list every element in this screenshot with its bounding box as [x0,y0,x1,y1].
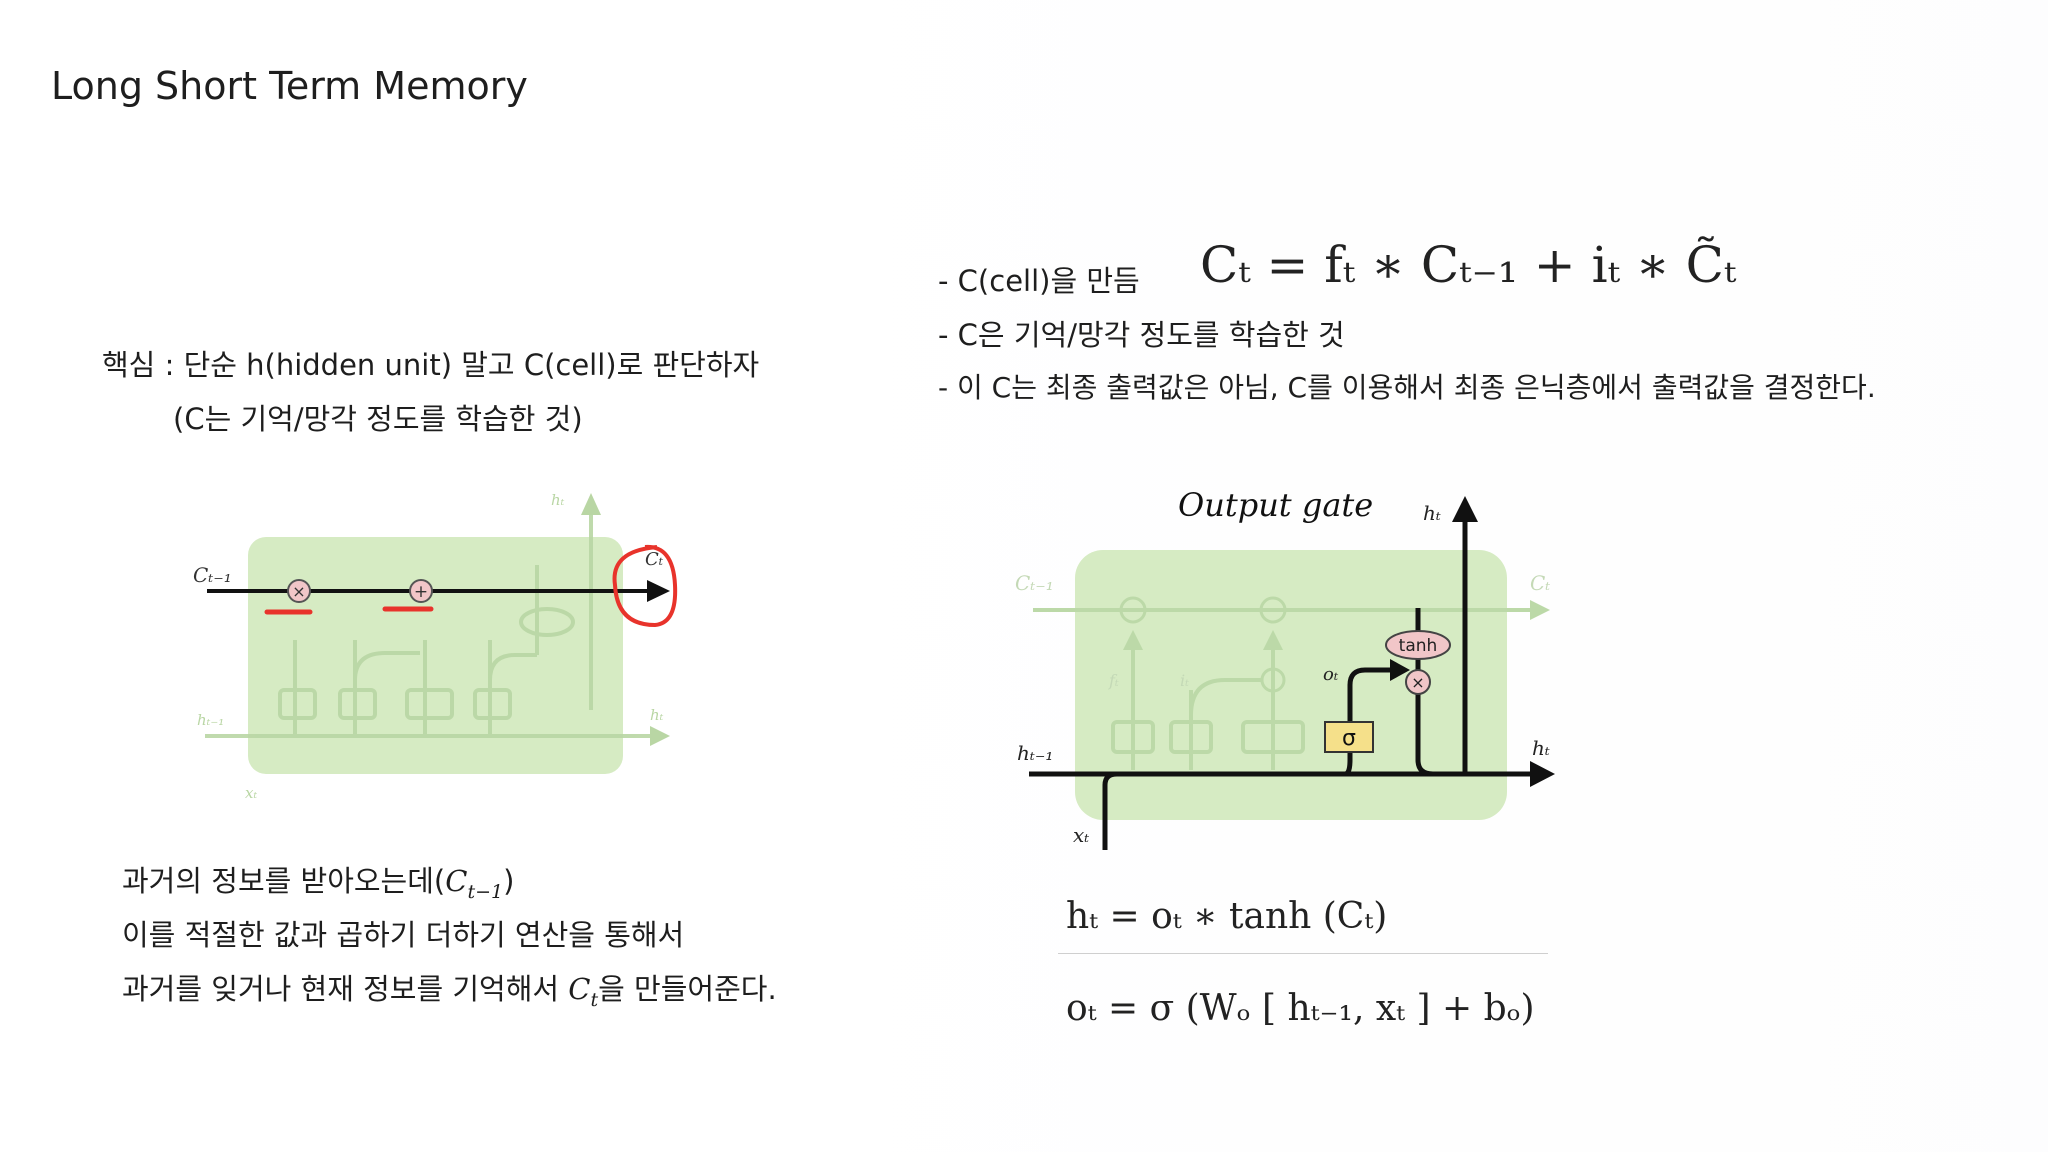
label-h-prev: hₜ₋₁ [197,711,224,729]
to-h-path [1415,693,1434,777]
multiply-node-right [1405,669,1431,695]
tanh-node [1385,630,1451,660]
label-c-out: Cₜ [645,549,664,570]
add-symbol: + [414,582,428,602]
label-h-prev-right: hₜ₋₁ [1017,741,1053,765]
cell-state-arrow [647,580,670,602]
cell-equation: Cₜ = fₜ ∗ Cₜ₋₁ + iₜ ∗ C̃ₜ [1200,236,1737,294]
output-gate-title: Output gate [1178,486,1374,524]
core-line: 핵심 : 단순 h(hidden unit) 말고 C(cell)로 판단하자 [102,348,760,382]
faded-add-node [1259,596,1287,624]
sigma-symbol: σ [1342,726,1356,751]
h-up-arrow [1452,496,1478,522]
label-h-out: hₜ [650,706,664,724]
multiply-node [287,579,311,603]
label-x-right: xₜ [1073,823,1089,847]
desc-line-2: 이를 적절한 값과 곱하기 더하기 연산을 통해서 [122,918,685,952]
faded-arrow-right [650,726,670,746]
faded-internals [205,515,665,738]
core-sub-line: (C는 기억/망각 정도를 학습한 것) [173,402,583,436]
label-c-out-right: Cₜ [1530,571,1550,595]
desc-line-3-text: 과거를 잊거나 현재 정보를 기억해서 [122,972,569,1006]
o-path [1344,667,1395,777]
bullet-2: - C은 기억/망각 정도를 학습한 것 [938,318,1345,352]
input-x-line [1102,771,1118,850]
faded-i-arrow [1263,630,1283,650]
label-x: xₜ [245,784,257,802]
label-h-top-right: hₜ [1423,501,1441,525]
multiply-symbol: × [292,582,305,601]
desc-line-3-suffix: 을 만들어준다. [598,972,777,1006]
desc-line-1-math: C [445,864,468,898]
tanh-label: tanh [1399,636,1438,656]
label-f: fₜ [1108,671,1119,690]
desc-line-1-sub: t−1 [467,880,504,903]
cell-box [248,537,623,774]
label-c-prev-right: Cₜ₋₁ [1015,571,1054,595]
desc-line-3: 과거를 잊거나 현재 정보를 기억해서 Ct을 만들어준다. [122,966,777,1011]
faded-internals-right [1033,608,1545,770]
red-circle-annotation [612,544,678,628]
faded-multiply-node [1119,596,1147,624]
bullet-1: - C(cell)을 만듬 [938,264,1140,298]
slide-title: Long Short Term Memory [51,64,528,108]
faded-cell-arrow [1530,600,1550,620]
label-h-top: hₜ [551,491,565,509]
lstm-output-gate-diagram: σ tanh × Cₜ₋₁ Cₜ hₜ hₜ₋₁ hₜ xₜ oₜ fₜ iₜ [1015,496,1555,850]
lstm-cell-diagram-left: × + Cₜ₋₁ hₜ hₜ₋₁ hₜ xₜ Cₜ [193,491,678,802]
bullet-3: - 이 C는 최종 출력값은 아님, C를 이용해서 최종 은닉층에서 출력값을… [938,371,1876,404]
hidden-out-arrow [1530,761,1555,787]
multiply-symbol-right: × [1411,673,1424,692]
faded-input-multiply [1260,667,1286,693]
label-o: oₜ [1323,664,1339,685]
label-h-out-right: hₜ [1532,736,1550,760]
faded-arrow-up [581,493,601,515]
desc-line-1-suffix: ) [503,864,515,898]
desc-line-3-math: C [568,972,591,1006]
label-i: iₜ [1180,671,1189,690]
equation-separator [1058,953,1548,954]
cell-box-right [1075,550,1507,820]
desc-line-3-sub: t [590,988,599,1011]
o-equation: oₜ = σ (Wₒ [ hₜ₋₁, xₜ ] + bₒ) [1066,988,1535,1029]
label-c-prev: Cₜ₋₁ [193,563,232,587]
o-arrow [1390,659,1410,681]
add-node [409,579,433,603]
h-equation: hₜ = oₜ ∗ tanh (Cₜ) [1066,896,1388,937]
sigma-gate [1324,721,1374,753]
faded-f-arrow [1123,630,1143,650]
desc-line-1-text: 과거의 정보를 받아오는데( [122,864,446,898]
desc-line-1: 과거의 정보를 받아오는데(Ct−1) [122,858,514,903]
